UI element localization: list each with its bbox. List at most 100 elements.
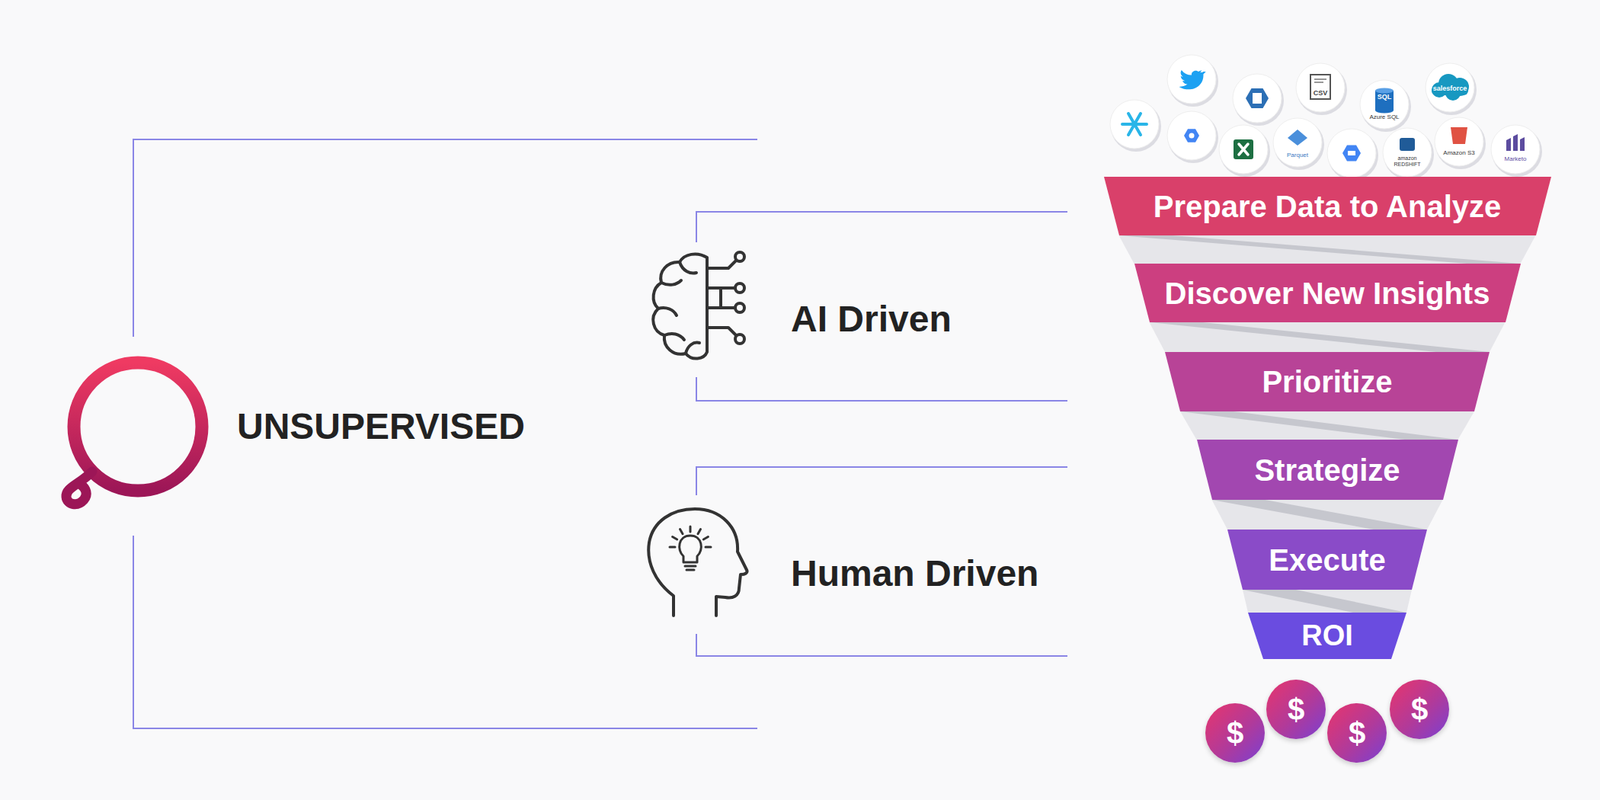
funnel-band: Prioritize bbox=[1164, 352, 1490, 412]
bulb-base bbox=[684, 566, 696, 570]
icon-disc bbox=[1491, 124, 1540, 174]
snowflake-icon bbox=[1110, 99, 1162, 152]
hexagon-glyph bbox=[1184, 128, 1200, 142]
brain-icon bbox=[652, 252, 745, 359]
coin-symbol: $ bbox=[1348, 717, 1366, 749]
band-trapezoid bbox=[1227, 529, 1428, 590]
icon-caption: Parquet bbox=[1278, 152, 1317, 160]
cylinder-base bbox=[1375, 108, 1394, 114]
bulb-rays bbox=[669, 526, 711, 548]
coin: $ bbox=[1389, 679, 1450, 740]
funnel-band: ROI bbox=[1248, 612, 1407, 660]
funnel-ribbons bbox=[1119, 235, 1536, 613]
head-icon bbox=[648, 508, 747, 616]
bracket-line bbox=[696, 633, 1068, 656]
marketo-bar bbox=[1513, 134, 1518, 151]
logo bbox=[66, 362, 202, 505]
stage-label: Discover New Insights bbox=[1164, 276, 1491, 311]
stage-label: Prepare Data to Analyze bbox=[1153, 189, 1501, 224]
hexagon-glyph bbox=[1342, 145, 1361, 162]
icon-disc bbox=[1167, 111, 1216, 160]
document-glyph bbox=[1310, 74, 1331, 100]
icon-caption: amazon REDSHIFT bbox=[1388, 155, 1426, 167]
funnel-band: Discover New Insights bbox=[1134, 263, 1521, 323]
band-trapezoid bbox=[1104, 176, 1552, 236]
redshift-glyph bbox=[1399, 137, 1415, 151]
icon-disc bbox=[1219, 124, 1268, 174]
icon-caption: SQL bbox=[1375, 93, 1394, 102]
salesforce-icon bbox=[1425, 63, 1477, 116]
excel-glyph bbox=[1233, 139, 1254, 160]
stage-label: Prioritize bbox=[1261, 364, 1392, 399]
band-trapezoid bbox=[1164, 352, 1490, 412]
coin: $ bbox=[1205, 703, 1265, 763]
group-label: Human Driven bbox=[790, 553, 1039, 595]
glyph-rect bbox=[1252, 92, 1262, 104]
coin-symbol: $ bbox=[1226, 717, 1244, 749]
ribbon-fold bbox=[1180, 411, 1459, 440]
band-trapezoid bbox=[1196, 439, 1459, 500]
circuit-node bbox=[735, 252, 745, 262]
amazon-s3-icon bbox=[1434, 117, 1486, 170]
sql-icon bbox=[1360, 80, 1412, 132]
ribbon-fold bbox=[1180, 411, 1475, 440]
bulb bbox=[679, 535, 702, 563]
icon-disc bbox=[1110, 99, 1159, 149]
ribbon-fold bbox=[1149, 322, 1491, 352]
csv-icon bbox=[1296, 63, 1348, 116]
icon-disc bbox=[1167, 54, 1216, 104]
icon-disc bbox=[1273, 118, 1322, 167]
brain-folds bbox=[658, 262, 700, 354]
excel-cross bbox=[1238, 144, 1248, 155]
icon-caption: CSV bbox=[1311, 89, 1330, 98]
document-lines bbox=[1314, 79, 1327, 83]
funnel-band: Prepare Data to Analyze bbox=[1104, 176, 1552, 236]
marketo-bar bbox=[1506, 137, 1511, 151]
ribbon-fold bbox=[1119, 235, 1521, 264]
stage-label: Execute bbox=[1268, 543, 1386, 577]
bracket-line bbox=[696, 377, 1068, 401]
data-source-icons bbox=[1110, 54, 1543, 181]
circuit-lines bbox=[707, 260, 736, 336]
bracket-line bbox=[696, 467, 1068, 496]
parquet-icon bbox=[1273, 118, 1325, 170]
marketo-bar bbox=[1520, 137, 1525, 151]
stage-label: Strategize bbox=[1254, 453, 1400, 487]
ribbon-fold bbox=[1212, 499, 1444, 530]
marketo-icon bbox=[1491, 124, 1543, 177]
glyph-dot bbox=[1189, 133, 1195, 139]
band-trapezoid bbox=[1134, 263, 1521, 323]
brain-outline bbox=[652, 253, 708, 359]
azure-icon bbox=[1232, 73, 1284, 126]
parquet-glyph bbox=[1287, 129, 1308, 146]
icon-disc bbox=[1425, 63, 1475, 112]
icon-caption: Marketo bbox=[1496, 156, 1535, 164]
bracket-line bbox=[133, 535, 758, 729]
band-trapezoid bbox=[1248, 612, 1407, 660]
brand-name: UNSUPERVISED bbox=[236, 406, 525, 448]
head-outline bbox=[648, 508, 747, 616]
stage-label: ROI bbox=[1301, 620, 1354, 653]
coin: $ bbox=[1266, 679, 1326, 740]
icon-disc bbox=[1360, 80, 1409, 129]
redshift-icon bbox=[1382, 128, 1434, 180]
coin: $ bbox=[1327, 703, 1387, 763]
google-storage-icon bbox=[1327, 128, 1379, 181]
funnel-band: Execute bbox=[1227, 529, 1428, 590]
ribbon-fold bbox=[1149, 322, 1506, 352]
ribbon-fold bbox=[1242, 589, 1407, 613]
hexagon-glyph bbox=[1245, 88, 1269, 109]
icon-disc bbox=[1327, 128, 1376, 178]
bracket-line bbox=[696, 211, 1068, 243]
funnel-band: Strategize bbox=[1196, 439, 1459, 500]
circuit-node bbox=[735, 303, 745, 313]
group-label: AI Driven bbox=[790, 299, 952, 340]
circuit-node bbox=[735, 283, 745, 293]
logo-tail bbox=[66, 471, 93, 505]
google-icon bbox=[1167, 111, 1219, 164]
icon-caption: Amazon S3 bbox=[1439, 150, 1479, 157]
icon-caption: salesforce bbox=[1430, 85, 1470, 93]
brackets bbox=[133, 139, 1068, 729]
coin-symbol: $ bbox=[1411, 694, 1428, 725]
cylinder-glyph bbox=[1375, 90, 1394, 111]
